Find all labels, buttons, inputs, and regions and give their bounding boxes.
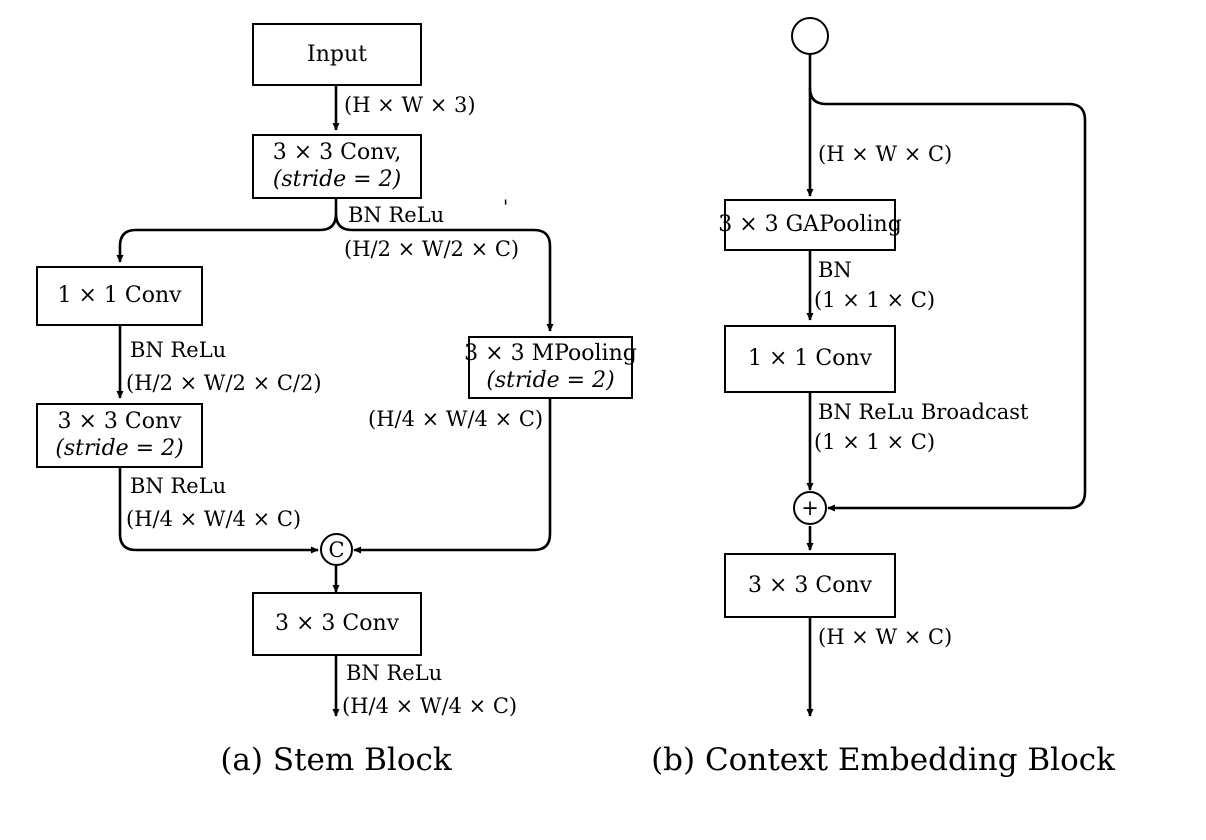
- edge-right-to-concat: [353, 399, 552, 554]
- edge-split-left: [116, 213, 338, 263]
- stem-box-mpooling[interactable]: 3 × 3 MPooling (stride = 2): [464, 336, 637, 399]
- ceb-box-gapooling-label: 3 × 3 GAPooling: [718, 212, 902, 238]
- stem-box-conv3-stride2-line1: 3 × 3 Conv,: [272, 140, 402, 166]
- edge-left-to-concat: [118, 468, 319, 554]
- ceb-label-after-conv1-shape: (1 × 1 × C): [814, 430, 936, 454]
- ceb-add-node[interactable]: +: [793, 491, 827, 525]
- stem-box-conv3-out-label: 3 × 3 Conv: [274, 611, 400, 637]
- stem-box-conv3-out[interactable]: 3 × 3 Conv: [252, 592, 422, 656]
- stem-box-conv3-stride2-line2: (stride = 2): [272, 167, 402, 192]
- stem-box-conv1x1[interactable]: 1 × 1 Conv: [36, 266, 203, 326]
- stem-label-after-stem-shape: (H/2 × W/2 × C): [344, 237, 520, 261]
- ceb-label-output-shape: (H × W × C): [818, 625, 953, 649]
- ceb-label-after-conv1-ops: BN ReLu Broadcast: [818, 400, 1029, 424]
- caption-stem-block: (a) Stem Block: [220, 742, 452, 778]
- stem-label-after-mpool-shape: (H/4 × W/4 × C): [368, 407, 544, 431]
- ceb-add-symbol: +: [801, 496, 819, 520]
- ceb-box-gapooling[interactable]: 3 × 3 GAPooling: [718, 199, 902, 251]
- ceb-label-input-shape: (H × W × C): [818, 142, 953, 166]
- stem-label-output-ops: BN ReLu: [346, 661, 443, 685]
- stem-label-input-shape: (H × W × 3): [344, 93, 476, 117]
- stem-box-conv3-stride2-b-line2: (stride = 2): [55, 436, 184, 461]
- stem-label-after-conv1-ops: BN ReLu: [130, 338, 227, 362]
- stem-box-mpooling-line1: 3 × 3 MPooling: [464, 341, 637, 367]
- stem-box-conv3-stride2-b[interactable]: 3 × 3 Conv (stride = 2): [36, 403, 203, 468]
- caption-context-embedding-block: (b) Context Embedding Block: [651, 742, 1115, 778]
- stem-concat-symbol: C: [328, 537, 345, 562]
- stem-label-after-conv3-shape: (H/4 × W/4 × C): [126, 507, 302, 531]
- stem-box-mpooling-line2: (stride = 2): [486, 368, 615, 393]
- stem-label-after-conv3-ops: BN ReLu: [130, 474, 227, 498]
- stem-concat-node[interactable]: C: [320, 533, 353, 566]
- stem-box-conv3-stride2-b-line1: 3 × 3 Conv: [57, 409, 182, 435]
- stem-stray-mark: ': [503, 196, 509, 218]
- ceb-box-conv1x1[interactable]: 1 × 1 Conv: [724, 325, 896, 393]
- ceb-box-conv3x3-label: 3 × 3 Conv: [747, 572, 873, 598]
- stem-label-after-stem-ops: BN ReLu: [348, 203, 445, 227]
- ceb-box-conv3x3[interactable]: 3 × 3 Conv: [724, 553, 896, 618]
- ceb-box-conv1x1-label: 1 × 1 Conv: [747, 346, 873, 372]
- stem-box-input[interactable]: Input: [252, 23, 422, 86]
- ceb-start-node[interactable]: [791, 17, 829, 55]
- stem-label-output-shape: (H/4 × W/4 × C): [342, 694, 518, 718]
- ceb-label-after-gap-shape: (1 × 1 × C): [814, 288, 936, 312]
- edge-skip-connection: [808, 87, 1087, 512]
- stem-label-after-conv1-shape: (H/2 × W/2 × C/2): [126, 371, 322, 395]
- stem-box-conv3-stride2[interactable]: 3 × 3 Conv, (stride = 2): [252, 134, 422, 199]
- ceb-label-after-gap-ops: BN: [818, 258, 852, 282]
- stem-box-conv1x1-label: 1 × 1 Conv: [57, 283, 182, 309]
- edge-split-right: [334, 213, 554, 332]
- stem-box-input-label: Input: [307, 41, 367, 67]
